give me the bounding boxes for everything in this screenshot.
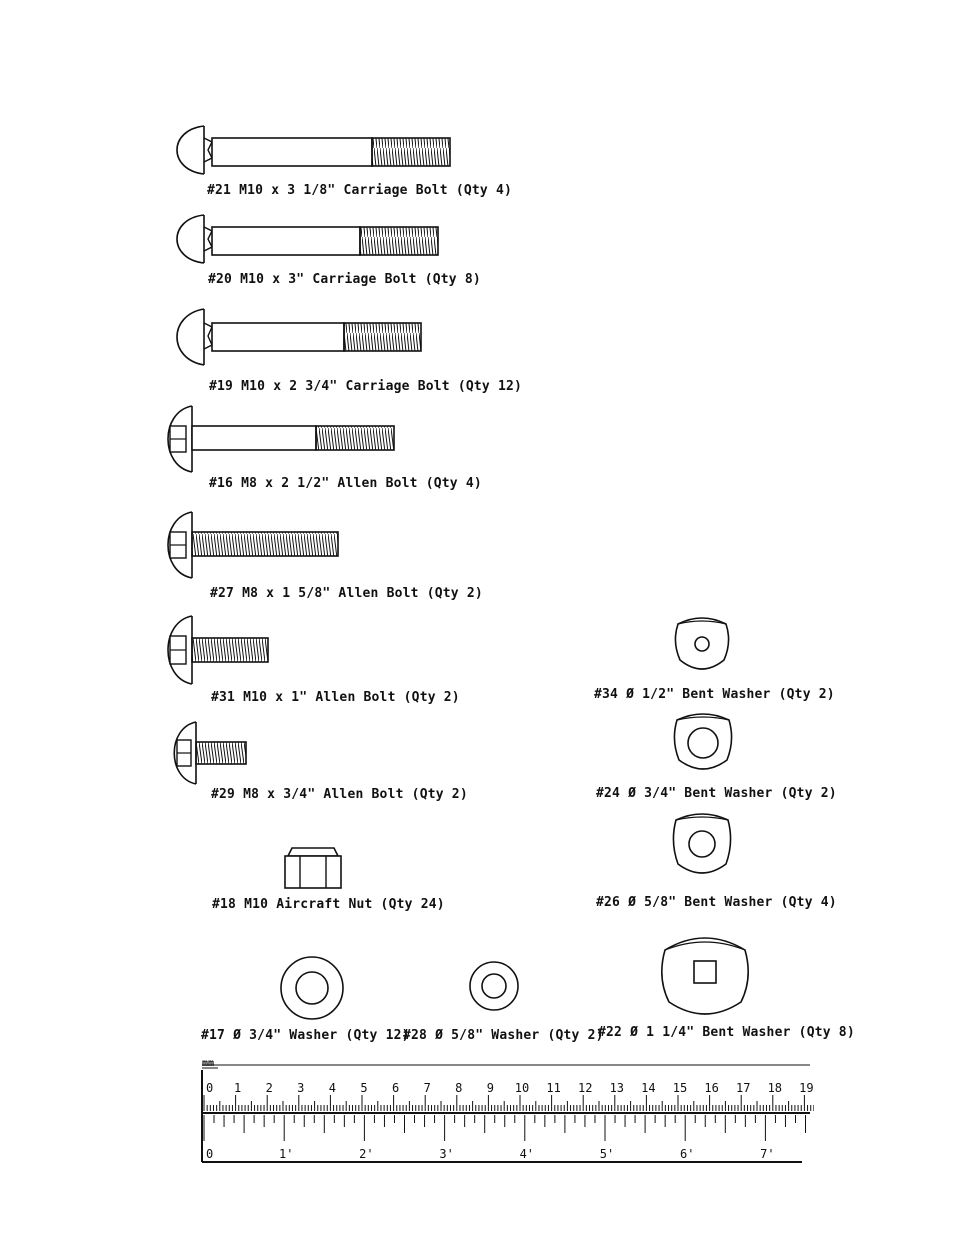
ruler-cm-label: 6	[392, 1081, 399, 1095]
part-label-18: #18 M10 Aircraft Nut (Qty 24)	[212, 897, 445, 912]
ruler-cm-label: 8	[455, 1081, 462, 1095]
part-label-29: #29 M8 x 3/4" Allen Bolt (Qty 2)	[211, 787, 468, 802]
ruler-inch-label: 6'	[680, 1147, 694, 1161]
part-label-31: #31 M10 x 1" Allen Bolt (Qty 2)	[211, 690, 460, 705]
ruler-inch-label: 1'	[279, 1147, 293, 1161]
ruler-metric-unit: mm	[202, 1058, 214, 1069]
carriage-bolt-19-drawing	[176, 305, 436, 369]
part-label-27: #27 M8 x 1 5/8" Allen Bolt (Qty 2)	[210, 586, 483, 601]
ruler-cm-label: 11	[546, 1081, 560, 1095]
bent-washer-22-drawing	[659, 928, 751, 1020]
ruler-cm-label: 10	[515, 1081, 529, 1095]
ruler-inch-label: 5'	[600, 1147, 614, 1161]
ruler-inch-label: 0	[206, 1147, 213, 1161]
washer-28-drawing	[468, 960, 520, 1012]
ruler-cm-label: 3	[297, 1081, 304, 1095]
part-label-20: #20 M10 x 3" Carriage Bolt (Qty 8)	[208, 272, 481, 287]
carriage-bolt-21-drawing	[176, 120, 456, 180]
ruler-cm-label: 1	[234, 1081, 241, 1095]
allen-bolt-27-drawing	[166, 510, 346, 580]
bent-washer-26-drawing	[670, 808, 734, 878]
ruler-inch-label: 7'	[760, 1147, 774, 1161]
ruler-cm-label: 12	[578, 1081, 592, 1095]
part-label-16: #16 M8 x 2 1/2" Allen Bolt (Qty 4)	[209, 476, 482, 491]
ruler-inch-label: 4'	[520, 1147, 534, 1161]
ruler-cm-label: 9	[487, 1081, 494, 1095]
ruler-cm-label: 14	[641, 1081, 655, 1095]
part-label-34: #34 Ø 1/2" Bent Washer (Qty 2)	[594, 687, 835, 702]
allen-bolt-16-drawing	[166, 404, 406, 474]
part-label-22: #22 Ø 1 1/4" Bent Washer (Qty 8)	[598, 1025, 855, 1040]
ruler-cm-label: 19	[799, 1081, 813, 1095]
bent-washer-24-drawing	[671, 708, 735, 774]
ruler-cm-label: 15	[673, 1081, 687, 1095]
ruler-cm-label: 7	[424, 1081, 431, 1095]
carriage-bolt-20-drawing	[176, 209, 446, 269]
part-label-26: #26 Ø 5/8" Bent Washer (Qty 4)	[596, 895, 837, 910]
allen-bolt-31-drawing	[166, 614, 276, 686]
ruler-cm-label: 5	[360, 1081, 367, 1095]
allen-bolt-29-drawing	[172, 720, 252, 786]
part-label-19: #19 M10 x 2 3/4" Carriage Bolt (Qty 12)	[209, 379, 523, 394]
part-label-17: #17 Ø 3/4" Washer (Qty 12)	[201, 1028, 410, 1043]
ruler-cm-label: 13	[610, 1081, 624, 1095]
ruler-inch-label: 3'	[439, 1147, 453, 1161]
part-label-24: #24 Ø 3/4" Bent Washer (Qty 2)	[596, 786, 837, 801]
bent-washer-34-drawing	[672, 612, 732, 674]
ruler-cm-label: 17	[736, 1081, 750, 1095]
part-label-28: #28 Ø 5/8" Washer (Qty 2)	[403, 1028, 604, 1043]
ruler-cm-label: 18	[768, 1081, 782, 1095]
washer-17-drawing	[279, 955, 345, 1021]
part-label-21: #21 M10 x 3 1/8" Carriage Bolt (Qty 4)	[207, 183, 513, 198]
ruler-inch-label: 2'	[359, 1147, 373, 1161]
ruler-cm-label: 0	[206, 1081, 213, 1095]
ruler-cm-label: 4	[329, 1081, 336, 1095]
ruler-cm-label: 2	[266, 1081, 273, 1095]
ruler-cm-label: 16	[704, 1081, 718, 1095]
aircraft-nut-18-drawing	[282, 844, 344, 892]
